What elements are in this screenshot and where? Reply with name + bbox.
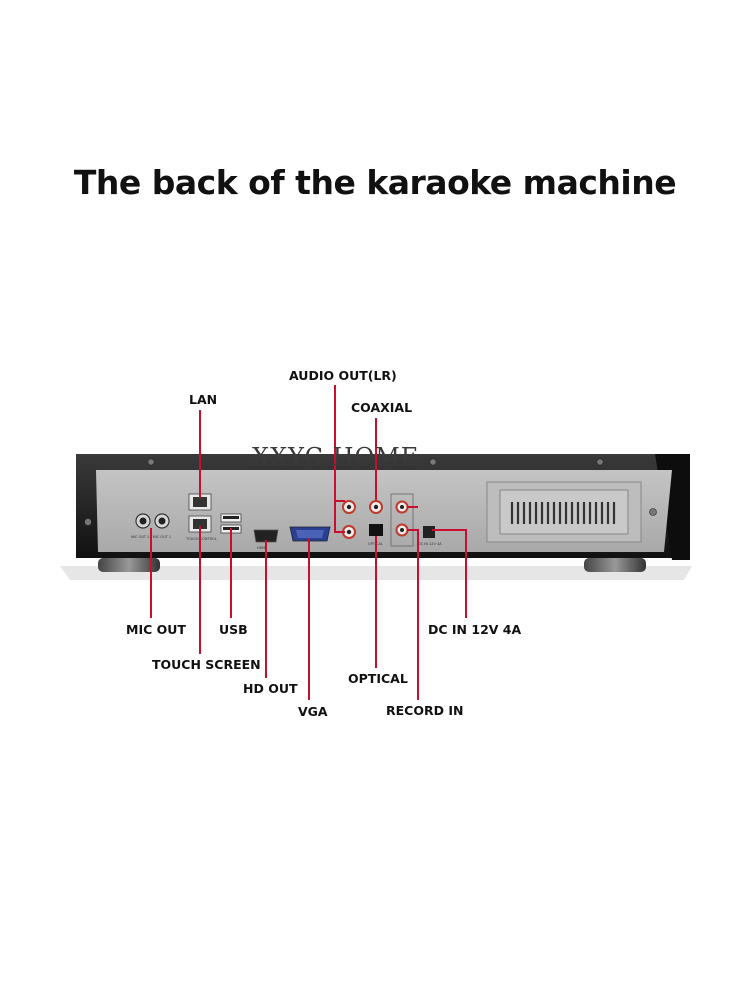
hdmi-port: HDMI bbox=[253, 529, 279, 550]
watermark-text: XXYC HOME bbox=[252, 443, 420, 471]
svg-text:HDMI: HDMI bbox=[257, 546, 266, 550]
diagram-title: The back of the karaoke machine bbox=[73, 163, 677, 202]
leader-record-in bbox=[407, 529, 419, 700]
vent-panel bbox=[486, 481, 642, 543]
label-audio-out: AUDIO OUT(LR) bbox=[289, 368, 397, 383]
label-vga: VGA bbox=[298, 704, 328, 719]
label-touch-screen: TOUCH SCREEN bbox=[152, 657, 261, 672]
label-dc-in: DC IN 12V 4A bbox=[428, 622, 522, 637]
audio-out-rca bbox=[342, 500, 356, 539]
label-record-in: RECORD IN bbox=[386, 703, 464, 718]
leader-dc-in bbox=[432, 529, 467, 618]
right-foot bbox=[584, 558, 646, 572]
leader-lines bbox=[150, 385, 467, 700]
label-usb: USB bbox=[219, 622, 248, 637]
left-foot bbox=[98, 558, 160, 572]
leader-audio-out bbox=[334, 385, 345, 533]
label-optical: OPTICAL bbox=[348, 671, 408, 686]
label-coaxial: COAXIAL bbox=[351, 400, 413, 415]
vga-port bbox=[289, 526, 331, 542]
svg-text:DC IN 12V 4A: DC IN 12V 4A bbox=[418, 542, 442, 546]
label-mic-out: MIC OUT bbox=[126, 622, 186, 637]
label-hd-out: HD OUT bbox=[243, 681, 298, 696]
label-lan: LAN bbox=[189, 392, 218, 407]
